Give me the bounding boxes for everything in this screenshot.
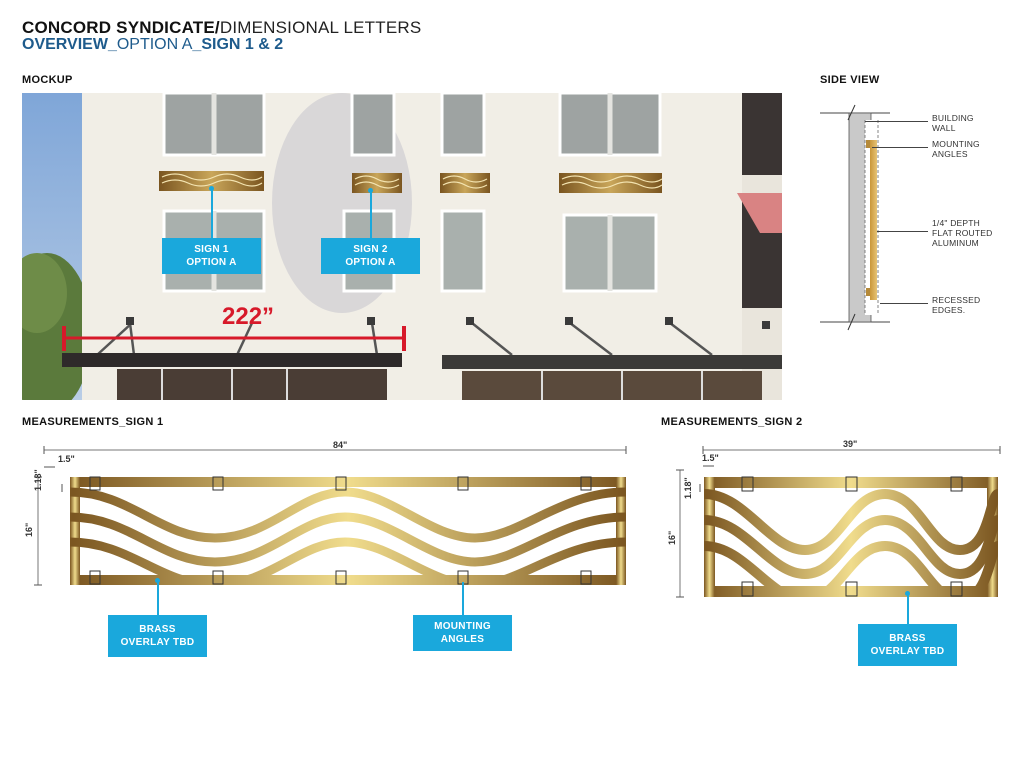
subtitle-part-1: OVERVIEW_	[22, 36, 117, 53]
sign-1-width: 84"	[333, 440, 348, 450]
sign-2-width: 39"	[843, 439, 858, 449]
sign-1-drawing	[34, 446, 627, 586]
callout-leader	[462, 582, 464, 615]
side-view-label: SIDE VIEW	[820, 74, 880, 86]
sign-2-height: 16"	[667, 530, 677, 545]
sign-1-border: 1.5"	[58, 454, 75, 464]
callout-leader	[370, 191, 372, 238]
subtitle-part-2: OPTION A	[116, 36, 193, 53]
mounting-angle-markers	[741, 476, 963, 597]
title-bold: CONCORD SYNDICATE/	[22, 18, 220, 37]
subtitle-part-3: _SIGN 1 & 2	[192, 36, 284, 53]
sign-2-border: 1.5"	[702, 453, 719, 463]
leader-mounting-angles	[872, 147, 928, 148]
side-view-diagram	[820, 104, 890, 331]
mockup-label: MOCKUP	[22, 74, 73, 86]
sign-2-drawing	[676, 446, 1001, 598]
callout-dot	[155, 578, 160, 583]
leader-recessed-edges	[880, 303, 928, 304]
callout-dot	[905, 591, 910, 596]
sign-1-height: 16"	[24, 522, 34, 537]
leader-depth	[877, 231, 928, 232]
callout-dot	[368, 188, 373, 193]
measurement-label: 222”	[222, 303, 275, 330]
sign-1-wave-gap: 1.18"	[33, 469, 43, 491]
callout-leader	[907, 594, 909, 624]
sign-2-wave-gap: 1.18"	[683, 477, 693, 499]
title-light: DIMENSIONAL LETTERS	[219, 18, 422, 37]
page-title: CONCORD SYNDICATE/DIMENSIONAL LETTERS	[22, 18, 421, 38]
page-subtitle: OVERVIEW_OPTION A_SIGN 1 & 2	[22, 36, 283, 54]
callout-leader	[157, 581, 159, 615]
measurements-sign-2-label: MEASUREMENTS_SIGN 2	[661, 416, 803, 428]
leader-building-wall	[865, 121, 928, 122]
measurements-sign-1-label: MEASUREMENTS_SIGN 1	[22, 416, 164, 428]
callout-dot	[209, 186, 214, 191]
callout-leader	[211, 189, 213, 238]
measurement-line	[62, 326, 406, 351]
